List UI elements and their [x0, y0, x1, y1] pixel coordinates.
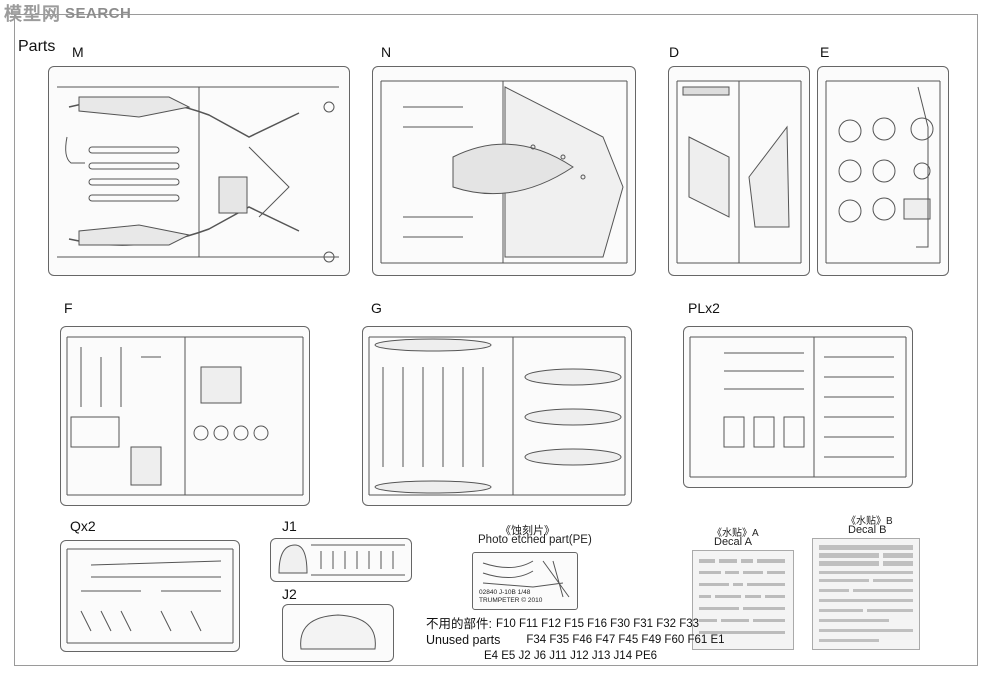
logo-chinese-text: 模型网 [4, 4, 61, 24]
decal-a-label-en: Decal A [714, 536, 752, 548]
sprue-label-q: Qx2 [70, 518, 96, 534]
sprue-label-e: E [820, 44, 830, 60]
sprue-m-drawing [48, 66, 350, 276]
unused-parts-line-1: F10 F11 F12 F15 F16 F30 F31 F32 F33 [495, 618, 700, 630]
sprue-d-drawing [668, 66, 810, 276]
pe-code-text: 02840 J-10B 1/48 [479, 589, 531, 596]
sprue-label-j1: J1 [282, 518, 297, 534]
page-title: Parts [18, 38, 56, 55]
sprue-pl-drawing [683, 326, 913, 488]
decal-a-sheet [692, 550, 794, 650]
sprue-label-j2: J2 [282, 586, 297, 602]
unused-parts-label-en: Unused parts [426, 633, 501, 647]
pe-brand-text: TRUMPETER © 2010 [479, 597, 543, 604]
logo-search-text: SEARCH [65, 4, 132, 22]
sprue-label-n: N [381, 44, 392, 60]
sprue-e-drawing [817, 66, 949, 276]
decal-b-sheet [812, 538, 920, 650]
sprue-j2-drawing [282, 604, 394, 662]
sprue-label-f: F [64, 300, 73, 316]
sprue-f-drawing [60, 326, 310, 506]
watermark-logo: 模型网 SEARCH [4, 2, 131, 24]
sprue-n-drawing [372, 66, 636, 276]
decal-b-label-en: Decal B [848, 524, 887, 536]
decal-b-label-cn: 《水贴》B [846, 516, 893, 527]
page-frame [14, 14, 978, 666]
sprue-g-drawing [362, 326, 632, 506]
unused-parts-line-2: F34 F35 F46 F47 F45 F49 F60 F61 E1 [526, 634, 725, 646]
sprue-label-m: M [72, 44, 84, 60]
pe-label-cn: 《蚀刻片》 [500, 525, 555, 537]
sprue-label-d: D [669, 44, 680, 60]
decal-a-label-cn: 《水贴》A [712, 528, 759, 539]
unused-parts-label-cn: 不用的部件: [426, 617, 492, 631]
sprue-label-g: G [371, 300, 382, 316]
pe-fret-drawing: 02840 J-10B 1/48 TRUMPETER © 2010 [472, 552, 578, 610]
unused-parts-block: 不用的部件: F10 F11 F12 F15 F16 F30 F31 F32 F… [426, 616, 725, 664]
sprue-q-drawing [60, 540, 240, 652]
sprue-j1-drawing [270, 538, 412, 582]
unused-parts-line-3: E4 E5 J2 J6 J11 J12 J13 J14 PE6 [484, 650, 658, 662]
pe-label-en: Photo etched part(PE) [478, 534, 592, 546]
sprue-label-pl: PLx2 [688, 300, 720, 316]
